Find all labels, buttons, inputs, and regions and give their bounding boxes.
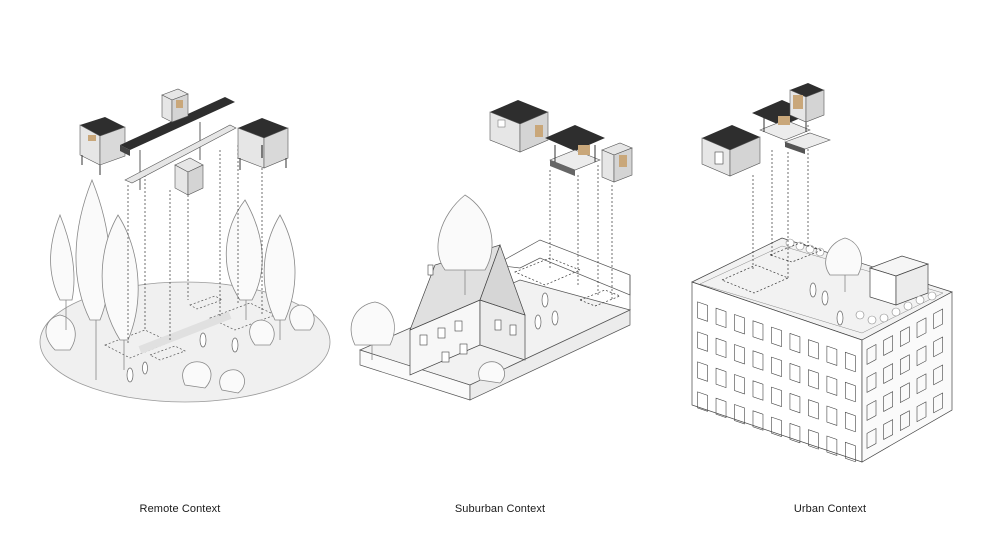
building-window <box>734 404 745 425</box>
projection-lines <box>127 145 263 345</box>
building-window <box>752 380 764 401</box>
cabin-module-middle <box>545 125 605 176</box>
building-window <box>808 429 819 450</box>
cabin-module-middle <box>174 157 204 196</box>
building-window <box>866 428 877 449</box>
building-window <box>845 441 856 463</box>
building-windows-side <box>866 308 943 449</box>
building-window <box>734 374 745 395</box>
cabin-module-right <box>601 142 633 183</box>
building-windows-front <box>697 301 856 463</box>
building-window <box>697 361 708 382</box>
building-window <box>916 373 927 395</box>
building-window <box>845 381 856 403</box>
rooftop-trees <box>825 237 862 276</box>
suburban-trees <box>350 194 505 384</box>
forest-trees <box>45 178 315 394</box>
house-windows <box>419 319 517 363</box>
suburban-context-illustration <box>350 100 633 401</box>
building-window <box>697 331 708 352</box>
building-window <box>933 364 943 386</box>
building-window <box>715 307 727 329</box>
module-footprints <box>104 295 276 361</box>
building-window <box>933 336 943 358</box>
building-window <box>771 416 782 437</box>
rooftop-stair-structure <box>868 255 930 306</box>
building-window <box>883 335 893 356</box>
building-window <box>715 397 727 419</box>
cabin-module-left <box>701 125 761 177</box>
building-window <box>808 369 819 390</box>
people-figures <box>534 292 559 330</box>
building-window <box>900 410 910 432</box>
building-window <box>752 350 764 371</box>
building-window <box>916 401 927 423</box>
building-window <box>866 400 877 421</box>
building-window <box>933 392 943 414</box>
building-window <box>697 301 708 322</box>
building-window <box>826 435 838 456</box>
building-window <box>900 382 910 404</box>
building-window <box>789 332 801 354</box>
building-window <box>900 354 910 376</box>
remote-context-panel: Remote Context <box>0 0 360 551</box>
building-window <box>789 422 801 444</box>
people-figures <box>126 332 239 383</box>
building-window <box>771 356 782 377</box>
building-window <box>715 367 727 389</box>
remote-context-illustration <box>39 88 331 403</box>
tree-trunks <box>65 300 281 380</box>
building-window <box>883 391 893 412</box>
caption-remote-context: Remote Context <box>139 503 221 515</box>
building-window <box>845 411 856 433</box>
building-window <box>771 326 782 347</box>
building-window <box>916 317 927 339</box>
cabin-module-top <box>161 88 189 123</box>
building-window <box>752 320 764 341</box>
cabin-module-right <box>784 83 831 154</box>
people-figures <box>809 282 844 326</box>
building-window <box>900 326 910 348</box>
building-window <box>826 375 838 396</box>
building-window <box>752 410 764 431</box>
building-window <box>883 419 893 440</box>
cabin-module-right <box>237 118 289 170</box>
suburban-context-panel: Suburban Context <box>330 0 670 551</box>
module-footprints <box>514 257 621 307</box>
building-window <box>734 314 745 335</box>
building-window <box>866 372 877 393</box>
building-window <box>826 345 838 366</box>
building-window <box>789 392 801 414</box>
building-window <box>808 399 819 420</box>
building-window <box>789 362 801 384</box>
building-window <box>916 345 927 367</box>
cabin-module-left <box>489 100 549 153</box>
building-window <box>845 351 856 373</box>
yard-walls <box>493 239 631 310</box>
urban-context-panel: Urban Context <box>660 0 1000 551</box>
building-window <box>697 391 708 412</box>
tree-trunks <box>371 270 466 360</box>
cabin-module-left <box>79 117 126 175</box>
caption-urban-context: Urban Context <box>793 503 867 515</box>
urban-context-illustration <box>691 83 953 463</box>
building-window <box>715 337 727 359</box>
building-window <box>866 344 877 365</box>
path-strip <box>138 311 232 354</box>
building-window <box>883 363 893 384</box>
module-footprints <box>721 242 824 294</box>
building-window <box>734 344 745 365</box>
projection-lines <box>549 165 613 300</box>
caption-suburban-context: Suburban Context <box>454 503 546 515</box>
building-window <box>826 405 838 426</box>
building-window <box>771 386 782 407</box>
building-window <box>933 308 943 330</box>
building-window <box>808 339 819 360</box>
deck-bar-module <box>124 124 237 184</box>
